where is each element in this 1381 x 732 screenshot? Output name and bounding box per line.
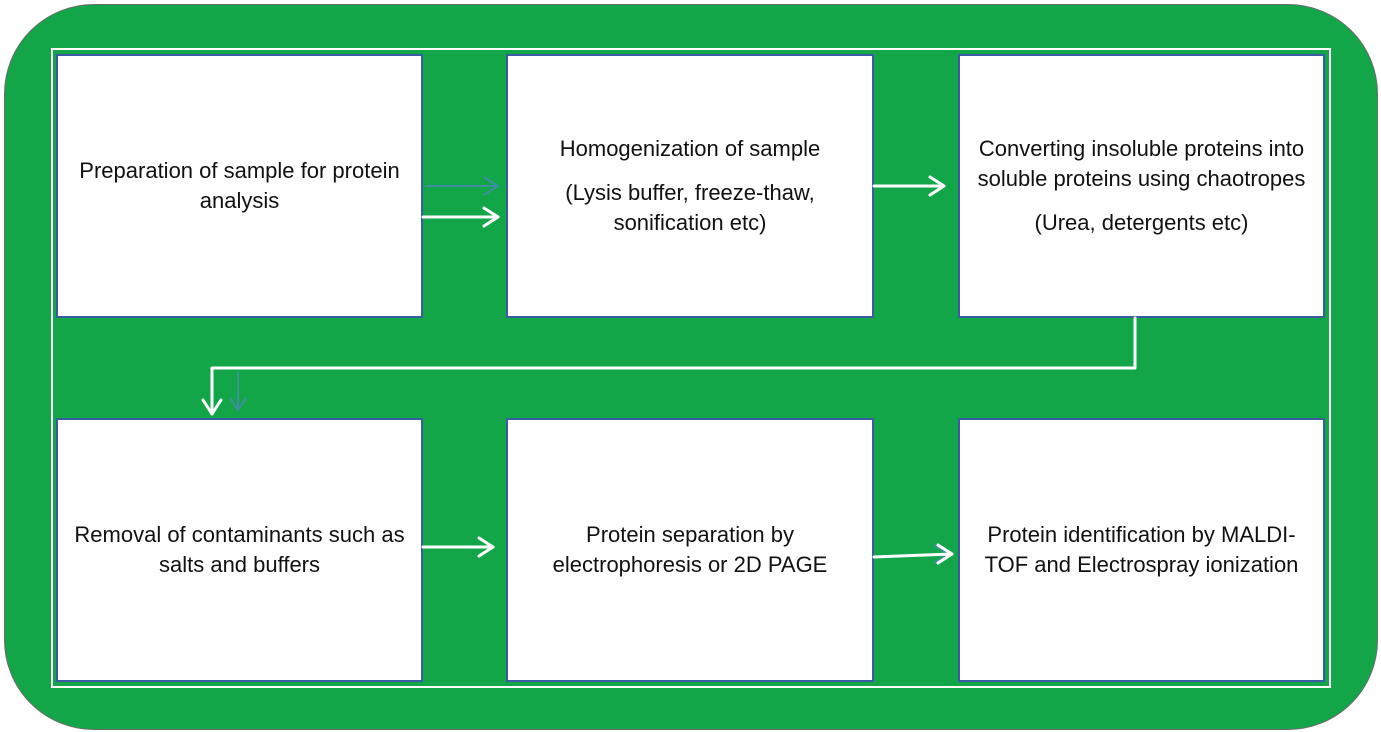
- step-text: Removal of contaminants such as salts an…: [74, 522, 405, 577]
- step-text: Converting insoluble proteins into solub…: [977, 136, 1306, 191]
- white-inner-frame: [51, 48, 1331, 688]
- arrow-step1-to-step2: [421, 206, 500, 228]
- step-box-sample-preparation: Preparation of sample for protein analys…: [56, 54, 423, 318]
- step-text: Homogenization of sample: [559, 136, 821, 161]
- step-box-protein-separation: Protein separation by electrophoresis or…: [506, 418, 874, 682]
- step-subtext: (Urea, detergents etc): [1034, 210, 1249, 235]
- step-box-contaminant-removal: Removal of contaminants such as salts an…: [56, 418, 423, 682]
- step-box-protein-identification: Protein identification by MALDI-TOF and …: [958, 418, 1325, 682]
- arrow-step2-to-step3: [872, 175, 946, 197]
- arrow-step4-to-step5: [421, 536, 495, 558]
- step-text: Protein separation by electrophoresis or…: [552, 522, 828, 577]
- step-subtext: (Lysis buffer, freeze-thaw, sonification…: [565, 180, 815, 235]
- arrow-step5-to-step6: [872, 543, 954, 565]
- faint-arrow-down: [229, 372, 247, 412]
- step-box-solubilization: Converting insoluble proteins into solub…: [958, 54, 1325, 318]
- step-box-homogenization: Homogenization of sample (Lysis buffer, …: [506, 54, 874, 318]
- step-text: Protein identification by MALDI-TOF and …: [984, 522, 1299, 577]
- arrow-step3-to-step4: [201, 316, 1137, 416]
- faint-arrow-1-2: [425, 176, 500, 196]
- step-text: Preparation of sample for protein analys…: [79, 158, 400, 213]
